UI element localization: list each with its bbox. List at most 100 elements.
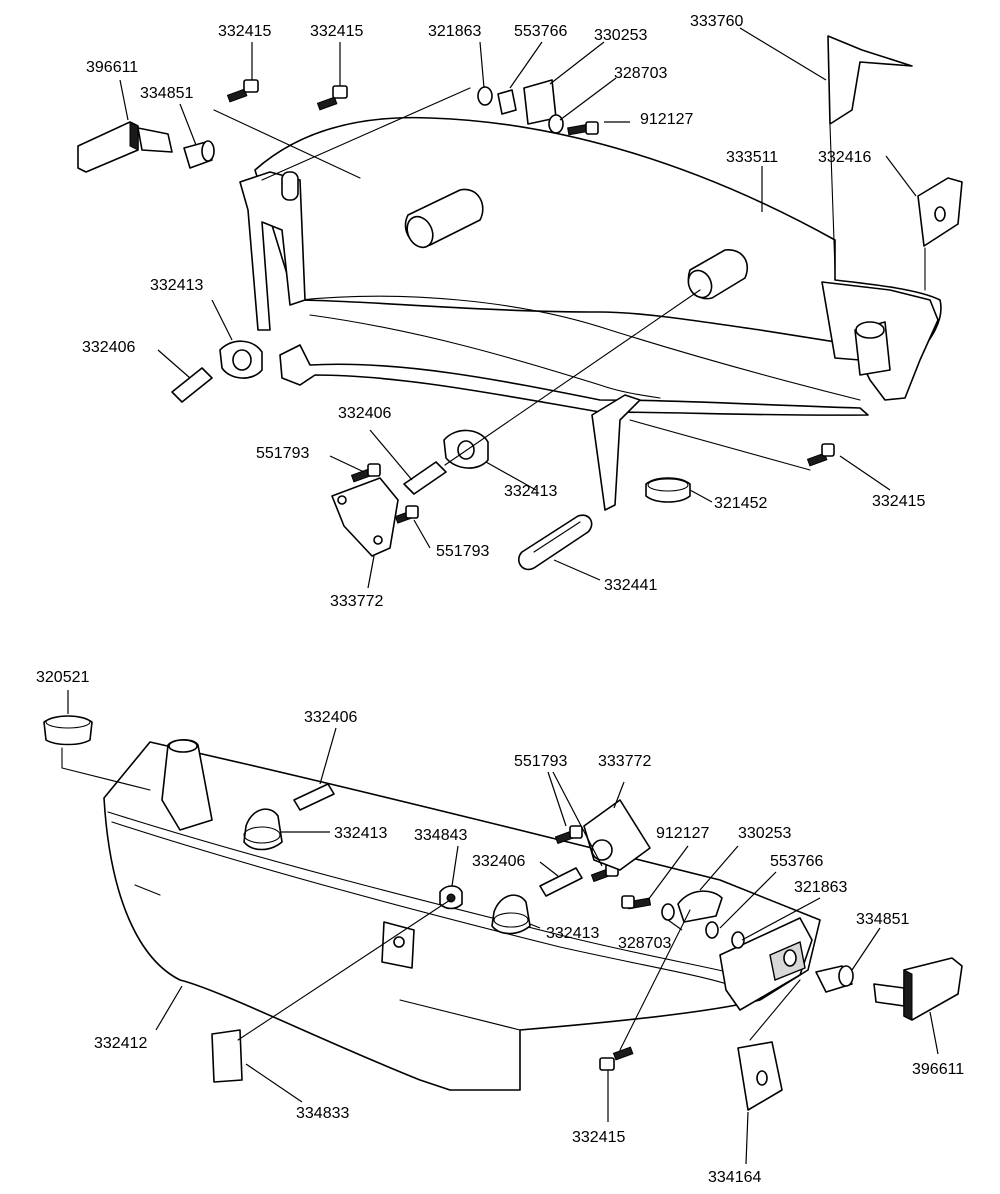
screw-551793-b — [394, 505, 419, 524]
callout-332415-a: 332415 — [218, 23, 271, 40]
screw-551793-a — [350, 463, 381, 483]
callout-332416: 332416 — [818, 149, 871, 166]
grommet-321452 — [645, 477, 691, 503]
plug-320521 — [43, 715, 93, 746]
callout-332406-bottom-b: 332406 — [472, 853, 525, 870]
callout-330253: 330253 — [594, 27, 647, 44]
screw-332415-b — [316, 85, 348, 111]
bracket-332416-hole — [934, 206, 946, 222]
pin-332406-bottom-b — [539, 867, 583, 897]
callout-551793-b: 551793 — [436, 543, 489, 560]
callout-332406-a: 332406 — [82, 339, 135, 356]
callout-321863: 321863 — [428, 23, 481, 40]
plate-333772 — [331, 477, 399, 557]
callout-553766: 553766 — [514, 23, 567, 40]
guide-line-2 — [261, 87, 471, 181]
bracket-333760 — [827, 35, 913, 125]
washer-321863-bottom — [731, 931, 745, 949]
screw-332415-bottom — [599, 1046, 634, 1071]
bolt-912127 — [567, 121, 599, 136]
callout-332415-c: 332415 — [872, 493, 925, 510]
cover-inner-rim — [299, 295, 861, 401]
guide-line-5 — [444, 289, 701, 466]
callout-332413-bottom-b: 332413 — [546, 925, 599, 942]
washer-328703-bottom — [661, 903, 675, 921]
leader-lines — [67, 27, 939, 1165]
cover-lower-rail — [279, 344, 869, 416]
callout-321863-bottom: 321863 — [794, 879, 847, 896]
seal-332441 — [518, 514, 593, 571]
callout-330253-bottom: 330253 — [738, 825, 791, 842]
callout-332441: 332441 — [604, 577, 657, 594]
callout-labels-bottom: 320521 332406 551793 333772 332413 33484… — [36, 669, 964, 1186]
callout-912127: 912127 — [640, 111, 693, 128]
callout-328703: 328703 — [614, 65, 667, 82]
callout-334843: 334843 — [414, 827, 467, 844]
access-panel-334833 — [211, 1029, 243, 1083]
bracket-330253-bottom — [677, 890, 723, 923]
callout-551793-a: 551793 — [256, 445, 309, 462]
bolt-912127-bottom — [621, 895, 652, 910]
callout-334164: 334164 — [708, 1169, 761, 1186]
lower-latch-housing — [719, 917, 813, 1011]
callout-332406-bottom-a: 332406 — [304, 709, 357, 726]
callout-332415-bottom: 332415 — [572, 1129, 625, 1146]
guide-line-b1 — [61, 747, 151, 791]
upper-motor-cover-assembly — [77, 35, 963, 571]
callout-332413-a: 332413 — [150, 277, 203, 294]
callout-396611-bottom: 396611 — [912, 1061, 964, 1078]
callout-328703-bottom: 328703 — [618, 935, 671, 952]
callout-333772-bottom: 333772 — [598, 753, 651, 770]
callout-333760: 333760 — [690, 13, 743, 30]
guide-line-b2 — [237, 899, 451, 1041]
callout-labels-top: 332415 332415 321863 553766 330253 33376… — [82, 13, 925, 610]
callout-333511: 333511 — [726, 149, 778, 166]
callout-332415-b: 332415 — [310, 23, 363, 40]
screw-332415-c — [806, 443, 835, 467]
screw-551793-bottom-a — [554, 825, 583, 845]
callout-320521: 320521 — [36, 669, 89, 686]
screw-332415-a — [226, 79, 259, 103]
callout-332413-bottom-a: 332413 — [334, 825, 387, 842]
callout-334833: 334833 — [296, 1105, 349, 1122]
front-hook-bracket — [591, 394, 641, 511]
hinge-post — [281, 171, 299, 201]
lower-motor-cover-assembly — [43, 715, 963, 1111]
callout-396611: 396611 — [86, 59, 138, 76]
pin-332406-b — [403, 461, 447, 495]
lower-pan-keel — [399, 999, 521, 1031]
callout-332406-b: 332406 — [338, 405, 391, 422]
pin-332406-a — [171, 367, 213, 403]
cover-front-rail — [309, 314, 661, 399]
right-latch-boss — [855, 321, 885, 339]
bushing-334851 — [183, 140, 215, 169]
clip-553766 — [497, 89, 517, 115]
grommet-332413-bottom-a — [243, 808, 283, 851]
pin-332406-bottom-a — [293, 783, 335, 811]
lower-pan-shell — [103, 741, 821, 1091]
callout-334851-bottom: 334851 — [856, 911, 909, 928]
callout-332412: 332412 — [94, 1035, 147, 1052]
cover-tube-left-opening — [406, 215, 434, 249]
latch-handle-396611 — [77, 121, 173, 173]
callout-551793-bottom: 551793 — [514, 753, 567, 770]
guide-line-b3 — [619, 909, 691, 1051]
callout-321452: 321452 — [714, 495, 767, 512]
callout-333772: 333772 — [330, 593, 383, 610]
guide-line-1 — [213, 109, 361, 179]
washer-321863 — [477, 86, 493, 106]
grommet-332413-bottom-b — [491, 894, 531, 935]
guide-line-b4 — [749, 979, 801, 1041]
cover-tube-right-opening — [687, 269, 713, 299]
washer-328703 — [548, 114, 564, 134]
callout-334851: 334851 — [140, 85, 193, 102]
guide-line-6 — [629, 419, 811, 471]
latch-handle-396611-bottom — [873, 957, 963, 1021]
lower-pan-side-slot — [134, 884, 161, 896]
callout-332413-b: 332413 — [504, 483, 557, 500]
guide-line-3 — [829, 124, 836, 271]
callout-912127-bottom: 912127 — [656, 825, 709, 842]
clip-553766-bottom — [705, 921, 719, 939]
callout-553766-bottom: 553766 — [770, 853, 823, 870]
